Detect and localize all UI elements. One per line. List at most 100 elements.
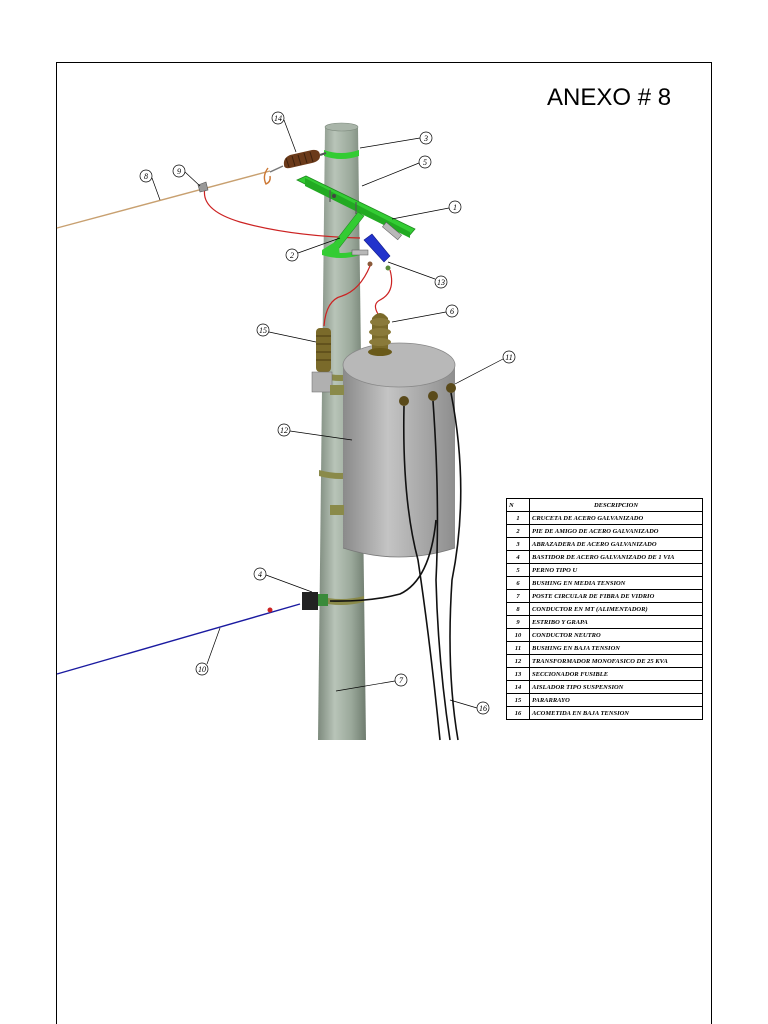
suspension-insulator [263,149,327,185]
legend-number: 15 [506,693,530,707]
svg-text:7: 7 [399,676,404,685]
legend-description: CONDUCTOR NEUTRO [529,628,703,642]
legend-number: 14 [506,680,530,694]
legend-description: ABRAZADERA DE ACERO GALVANIZADO [529,537,703,551]
svg-text:12: 12 [280,426,288,435]
hv-bushing [368,313,392,356]
legend-description: PIE DE AMIGO DE ACERO GALVANIZADO [529,524,703,538]
callout-5: 5 [361,155,432,187]
callout-3: 3 [359,131,433,149]
callout-4: 4 [253,567,313,593]
legend-description: CRUCETA DE ACERO GALVANIZADO [529,511,703,525]
lv-bushings [399,383,456,406]
legend-description: SECCIONADOR FUSIBLE [529,667,703,681]
legend-number: 16 [506,706,530,720]
legend-number: 6 [506,576,530,590]
legend-number: 8 [506,602,530,616]
callouts: 14 3 9 8 5 1 2 13 [139,111,516,715]
legend-number: 13 [506,667,530,681]
svg-text:3: 3 [423,134,428,143]
legend-description: PARARRAYO [529,693,703,707]
legend-number: 12 [506,654,530,668]
legend-number: 7 [506,589,530,603]
callout-15: 15 [256,323,317,343]
svg-text:15: 15 [259,326,267,335]
svg-text:1: 1 [453,203,457,212]
lv-service-cables [329,392,462,741]
callout-13: 13 [387,261,448,289]
mt-jumper [203,187,361,239]
callout-11: 11 [454,350,516,385]
surge-arrester [311,328,333,393]
legend-number: 11 [506,641,530,655]
legend-description: CONDUCTOR EN MT (ALIMENTADOR) [529,602,703,616]
stirrup-clamp [197,181,209,193]
legend-description: AISLADOR TIPO SUSPENSION [529,680,703,694]
neutral-conductor [56,603,301,675]
callout-8: 8 [139,169,161,201]
callout-2: 2 [285,237,341,262]
legend-description: BUSHING EN MEDIA TENSION [529,576,703,590]
secondary-rack [302,592,328,610]
legend-header-row: N DESCRIPCION [506,498,703,512]
bushing-jumper [374,269,393,315]
legend-number: 1 [506,511,530,525]
legend-header-number: N [506,498,530,512]
svg-text:13: 13 [437,278,445,287]
legend-number: 5 [506,563,530,577]
legend-header-description: DESCRIPCION [529,498,703,512]
arrester-jumper [323,265,371,327]
svg-text:8: 8 [144,172,148,181]
crossarm [296,175,416,238]
svg-text:2: 2 [290,251,294,260]
callout-14: 14 [271,111,297,153]
mt-conductor [56,170,271,229]
legend-description: PERNO TIPO U [529,563,703,577]
legend-number: 4 [506,550,530,564]
svg-text:14: 14 [274,114,282,123]
legend-description: BASTIDOR DE ACERO GALVANIZADO DE 1 VIA [529,550,703,564]
callout-9: 9 [172,164,201,187]
svg-text:5: 5 [423,158,427,167]
drawing-frame [56,62,712,1024]
callout-7: 7 [335,673,408,692]
svg-text:10: 10 [198,665,206,674]
legend-description: ESTRIBO Y GRAPA [529,615,703,629]
callout-6: 6 [391,304,459,323]
callout-12: 12 [277,423,353,441]
svg-text:11: 11 [505,353,512,362]
legend-description: ACOMETIDA EN BAJA TENSION [529,706,703,720]
callout-10: 10 [195,627,221,676]
svg-text:16: 16 [479,704,487,713]
fuse-cutout [351,221,402,271]
callout-16: 16 [449,699,490,715]
legend-description: BUSHING EN BAJA TENSION [529,641,703,655]
annex-title: ANEXO # 8 [547,84,672,111]
svg-text:6: 6 [450,307,454,316]
legend-description: POSTE CIRCULAR DE FIBRA DE VIDRIO [529,589,703,603]
callout-1: 1 [391,200,462,220]
legend-number: 9 [506,615,530,629]
legend-number: 2 [506,524,530,538]
pole [318,122,366,740]
svg-text:9: 9 [177,167,181,176]
legend-number: 3 [506,537,530,551]
legend-number: 10 [506,628,530,642]
